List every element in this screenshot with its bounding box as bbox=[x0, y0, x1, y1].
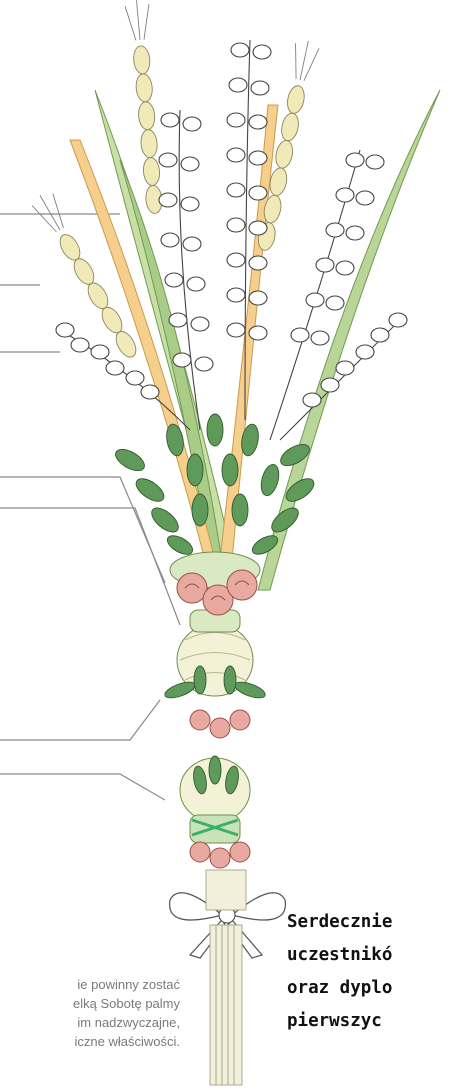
greeting-note: Serdecznie uczestnikó oraz dyplo pierwsz… bbox=[287, 906, 451, 1038]
caption-line: im nadzwyczajne, bbox=[0, 1013, 180, 1032]
caption-line: iczne właściwości. bbox=[0, 1032, 180, 1051]
caption-text: ie powinny zostać elką Sobotę palmy im n… bbox=[0, 975, 180, 1051]
note-line: uczestnikó bbox=[287, 939, 451, 972]
note-line: oraz dyplo bbox=[287, 972, 451, 1005]
caption-line: ie powinny zostać bbox=[0, 975, 180, 994]
handle-stems bbox=[206, 870, 246, 1085]
caption-line: elką Sobotę palmy bbox=[0, 994, 180, 1013]
note-line: Serdecznie bbox=[287, 906, 451, 939]
wheat-ears bbox=[30, 0, 320, 362]
note-line: pierwszyc bbox=[287, 1005, 451, 1038]
